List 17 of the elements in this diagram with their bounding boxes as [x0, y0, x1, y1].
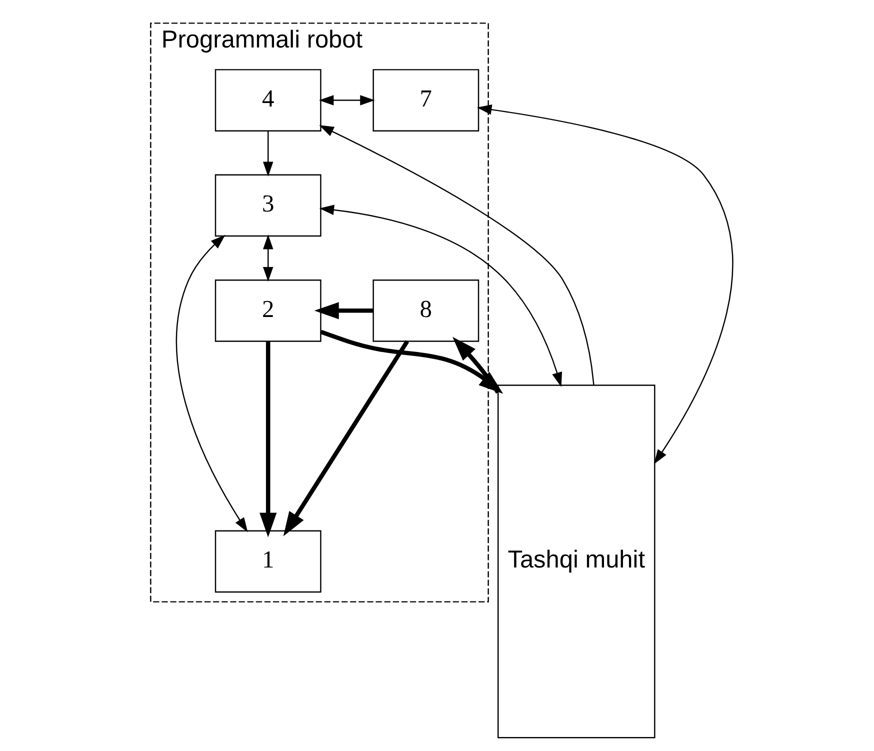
arrow	[283, 340, 409, 536]
node-box: 2	[214, 279, 322, 342]
node-box: 3	[214, 174, 322, 237]
node-box: 7	[372, 69, 480, 132]
arrow	[319, 125, 594, 386]
arrow	[319, 204, 562, 388]
arrow	[176, 234, 248, 532]
arrow	[262, 131, 274, 176]
node-box: 4	[214, 69, 322, 132]
node-box: 8	[372, 279, 480, 342]
arrow	[314, 302, 373, 320]
arrow	[262, 234, 274, 282]
arrow	[318, 95, 375, 106]
node-box: Tashqi muhit	[497, 384, 656, 738]
arrow	[260, 341, 277, 538]
arrow	[452, 336, 500, 394]
node-box: 1	[214, 530, 322, 593]
